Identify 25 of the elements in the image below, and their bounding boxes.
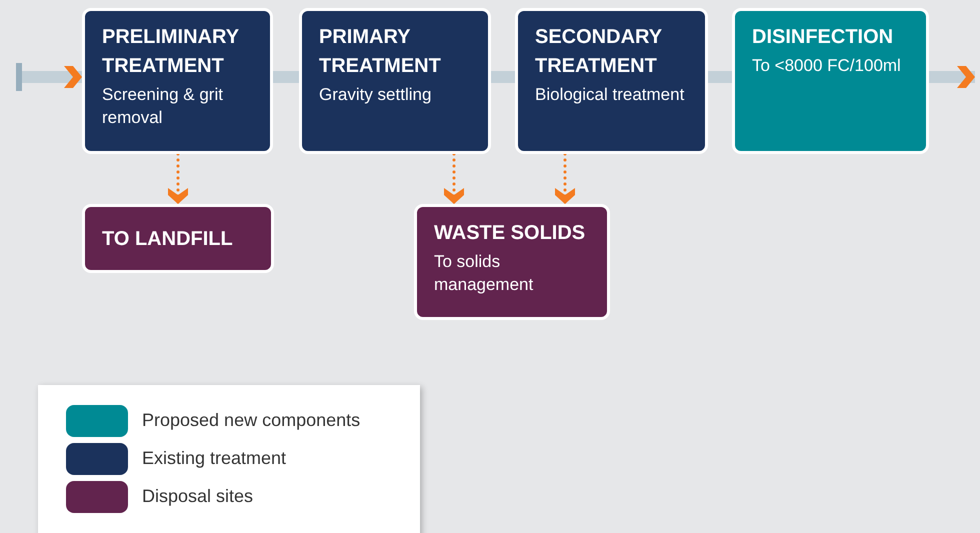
process-box	[515, 8, 708, 154]
legend-label: Proposed new components	[142, 410, 360, 431]
process-box	[414, 204, 610, 320]
step-description: To <8000 FC/100ml	[752, 55, 902, 77]
step-title: WASTE SOLIDS	[434, 221, 586, 246]
flow-pipe	[708, 71, 732, 83]
step-description: To solids management	[434, 251, 534, 296]
step-description: Screening & grit removal	[102, 84, 224, 129]
step-title: PRIMARY TREATMENT	[319, 25, 442, 79]
step-title: SECONDARY TREATMENT	[535, 25, 663, 79]
flow-pipe	[16, 63, 82, 91]
flow-pipe	[491, 71, 515, 83]
step-title: DISINFECTION	[752, 25, 894, 50]
step-title: PRELIMINARY TREATMENT	[102, 25, 240, 79]
step-description: Gravity settling	[319, 84, 432, 106]
process-box	[732, 8, 929, 154]
process-box	[82, 8, 273, 154]
step-description: Biological treatment	[535, 84, 686, 106]
destination-box	[82, 204, 274, 273]
step-title: TO LANDFILL	[102, 227, 234, 252]
flow-pipe	[929, 66, 975, 88]
legend-label: Existing treatment	[142, 448, 286, 469]
process-box	[299, 8, 491, 154]
legend-label: Disposal sites	[142, 486, 254, 507]
flow-pipe	[273, 71, 299, 83]
